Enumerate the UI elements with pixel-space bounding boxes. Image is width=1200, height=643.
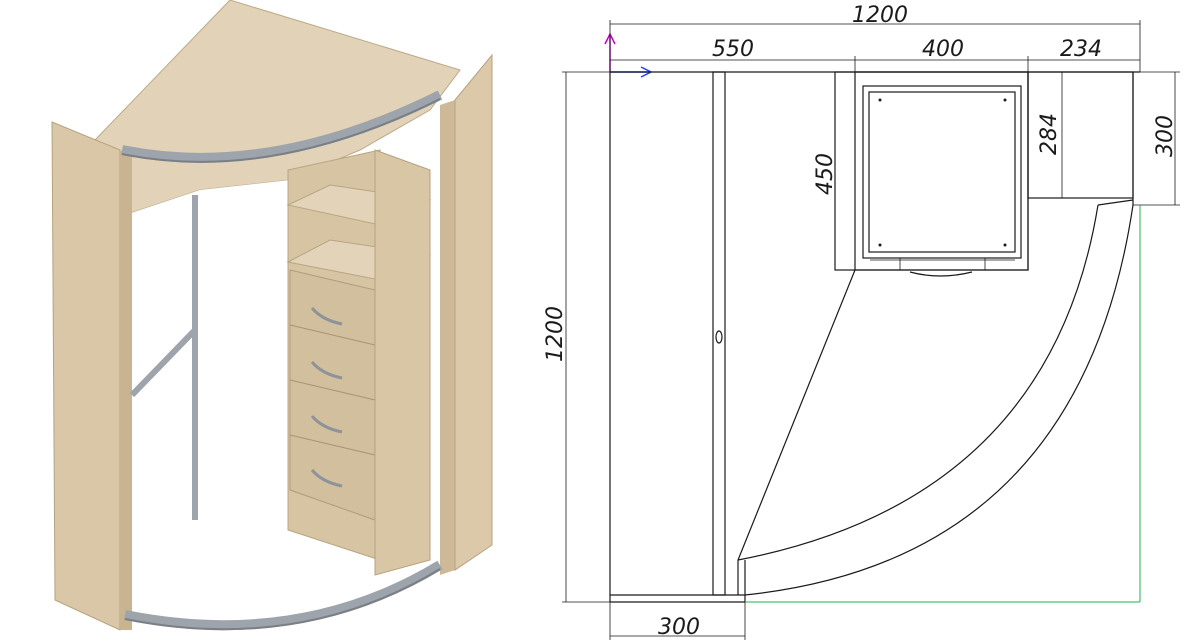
bottom-curved-rail (124, 560, 443, 631)
dim-right-outer-depth: 300 (1153, 115, 1178, 157)
left-side-panel (51, 121, 121, 631)
rod-holder (715, 330, 723, 344)
dim-drawer-unit-depth: 450 (813, 153, 838, 195)
dim-right-shelf-depth: 284 (1037, 113, 1062, 155)
top-curved-rail (121, 90, 443, 163)
right-side-panel-front (440, 100, 455, 575)
curved-door-inner (737, 204, 1099, 561)
curved-door-outer (744, 204, 1134, 596)
drawer-stack (289, 269, 376, 521)
dim-section-right: 234 (1060, 37, 1102, 62)
xy-axis-icon (604, 32, 653, 78)
drawer-handle (310, 469, 343, 488)
drawer-unit-plan (834, 71, 1029, 277)
diagonal-rod (129, 327, 198, 398)
wardrobe-3d-render (51, 0, 493, 631)
drawer-handle (310, 415, 343, 434)
dim-section-left: 550 (712, 37, 754, 62)
left-wall-panel (712, 71, 726, 596)
inner-back-wall (125, 180, 290, 560)
drawer-handle (310, 307, 343, 326)
right-side-panel (454, 53, 493, 571)
dim-overall-height: 1200 (543, 306, 568, 362)
dim-overall-width: 1200 (852, 3, 908, 28)
dim-section-middle: 400 (922, 37, 964, 62)
drawer-handle (310, 361, 343, 380)
middle-divider-panel (374, 149, 431, 576)
dim-bottom-depth: 300 (658, 615, 700, 640)
plan-drawing: 1200 550 400 234 1200 (543, 3, 1180, 640)
left-side-panel-edge (120, 150, 132, 630)
